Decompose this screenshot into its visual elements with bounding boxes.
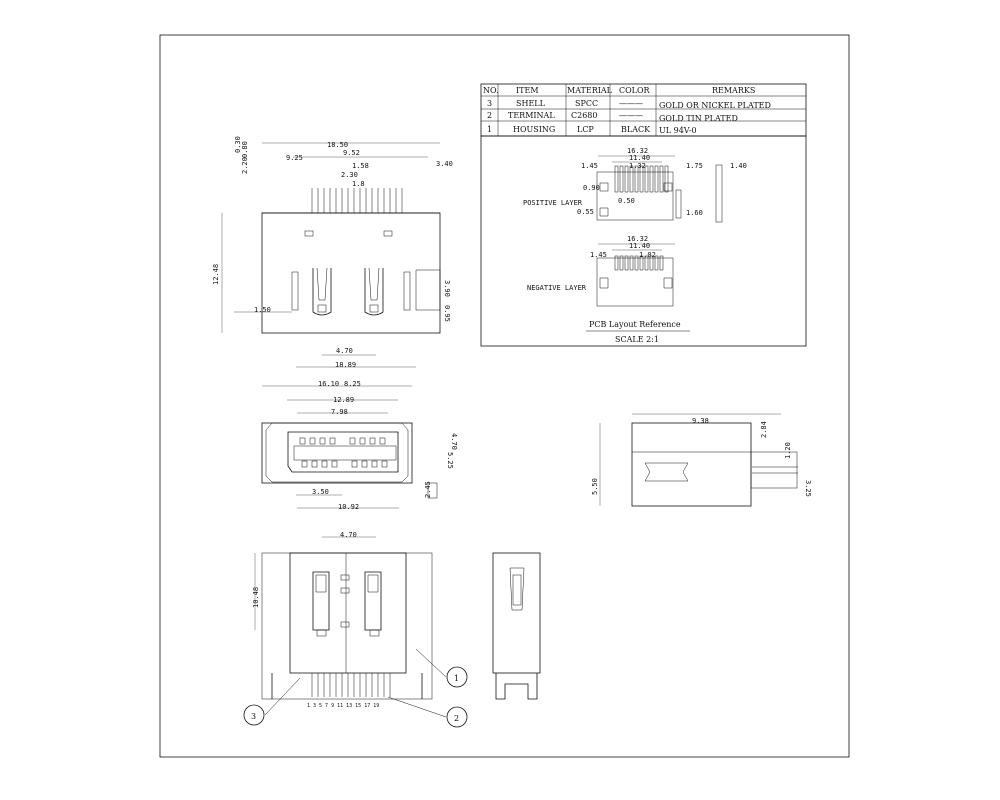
bom-row-color: ——— [619,99,643,108]
top-dim: 3.40 [436,160,453,168]
bottom-dim: 4.70 [340,531,357,539]
pcb-pos-dim: 1.75 [686,162,703,170]
bom-header-color: COLOR [619,86,651,95]
pcb-pos-dim: 1.60 [686,209,703,217]
callout-circle [446,666,468,688]
bom-row-item: TERMINAL [508,111,555,120]
bom-row-remarks: UL 94V-0 [659,126,697,135]
bottom-dim: 10.48 [252,587,260,608]
pcb-positive-label: POSITIVE LAYER [523,199,583,207]
bom-row-material: SPCC [575,99,598,108]
pcb-title: PCB Layout Reference [589,320,681,329]
bom-row-no: 2 [487,111,492,120]
top-dim: 4.70 [336,347,353,355]
front-dim: 2.45 [424,481,432,498]
side-dim: 5.50 [591,478,599,495]
pcb-pos-dim: 1.45 [581,162,598,170]
pcb-scale: SCALE 2:1 [615,335,659,344]
bom-header-no: NO. [483,86,499,95]
drawing-border [159,34,850,758]
bom-header-item: ITEM [516,86,539,95]
side-dim: 3.25 [804,480,812,497]
front-dim: 4.70 [450,433,458,450]
top-dim: 0.95 [443,305,451,322]
callout-circle [446,706,468,728]
pcb-neg-dim: 1.02 [639,251,656,259]
pcb-pos-dim: 0.90 [583,184,600,192]
pcb-layout-panel: 16.32 11.40 1.32 1.45 1.75 1.40 0.90 0.5… [480,135,807,347]
bom-row-item: HOUSING [513,125,555,134]
pcb-neg-dim: 1.45 [590,251,607,259]
bom-table: NO. ITEM MATERIAL COLOR REMARKS 3 SHELL … [480,83,807,137]
front-dim: 16.10 [318,380,339,388]
front-dim: 5.25 [446,452,454,469]
bom-row-no: 1 [487,125,492,134]
bottom-pin-numbers: 1 3 5 7 9 11 13 15 17 19 [307,703,379,709]
top-view: 18.50 9.52 2.20 0.80 0.30 1.58 9.25 2.30… [212,136,453,369]
pcb-pos-dim: 1.32 [629,162,646,170]
top-dim: 1.50 [254,306,271,314]
top-dim: 12.48 [212,264,220,285]
top-dim: 1.8 [352,180,365,188]
top-dim: 9.25 [286,154,303,162]
pcb-pos-dim: 0.55 [577,208,594,216]
top-dim: 2.30 [341,171,358,179]
side-dim: 1.20 [784,442,792,459]
top-dim: 3.90 [443,280,451,297]
bom-row-no: 3 [487,99,492,108]
top-dim: 9.52 [343,149,360,157]
side-profile-view [492,552,541,700]
pcb-pos-width: 16.32 [627,147,648,155]
bom-header-remarks: REMARKS [712,86,755,95]
side-dim: 9.38 [692,417,709,425]
callout-circle [243,704,265,726]
bom-row-item: SHELL [516,99,546,108]
side-view: 9.38 2.84 1.20 5.50 3.25 [591,413,812,507]
front-dim: 10.92 [338,503,359,511]
callout-label: 2 [454,714,459,723]
bom-row-material: LCP [577,125,594,134]
top-dim: 2.20 [241,157,249,174]
bom-row-remarks: GOLD TIN PLATED [659,114,738,123]
callout-label: 1 [454,674,459,683]
top-dim: 0.80 [241,141,249,158]
top-dim: 1.58 [352,162,369,170]
front-dim: 12.89 [333,396,354,404]
pcb-pos-pitch-span: 11.40 [629,154,650,162]
bom-header-material: MATERIAL [567,86,613,95]
callout-label: 3 [251,712,256,721]
bom-row-material: C2680 [571,111,597,120]
pcb-pos-dim: 0.50 [618,197,635,205]
front-dim: 8.25 [344,380,361,388]
pcb-neg-width: 16.32 [627,235,648,243]
top-dim: 0.30 [234,136,242,153]
front-dim: 7.98 [331,408,348,416]
side-dim: 2.84 [760,421,768,438]
bottom-view: 4.70 10.48 1 3 5 7 9 11 13 15 17 19 1 2 … [243,531,468,728]
pcb-negative-label: NEGATIVE LAYER [527,284,587,292]
pcb-neg-pitch-span: 11.40 [629,242,650,250]
front-view: 16.10 8.25 12.89 7.98 4.70 5.25 2.45 3.5… [261,380,458,511]
bom-row-color: BLACK [621,125,651,134]
bom-row-remarks: GOLD OR NICKEL PLATED [659,101,771,110]
pcb-pos-dim: 1.40 [730,162,747,170]
bom-row-color: ——— [619,111,643,120]
top-dim: 18.89 [335,361,356,369]
front-dim: 3.50 [312,488,329,496]
top-dim: 18.50 [327,141,348,149]
